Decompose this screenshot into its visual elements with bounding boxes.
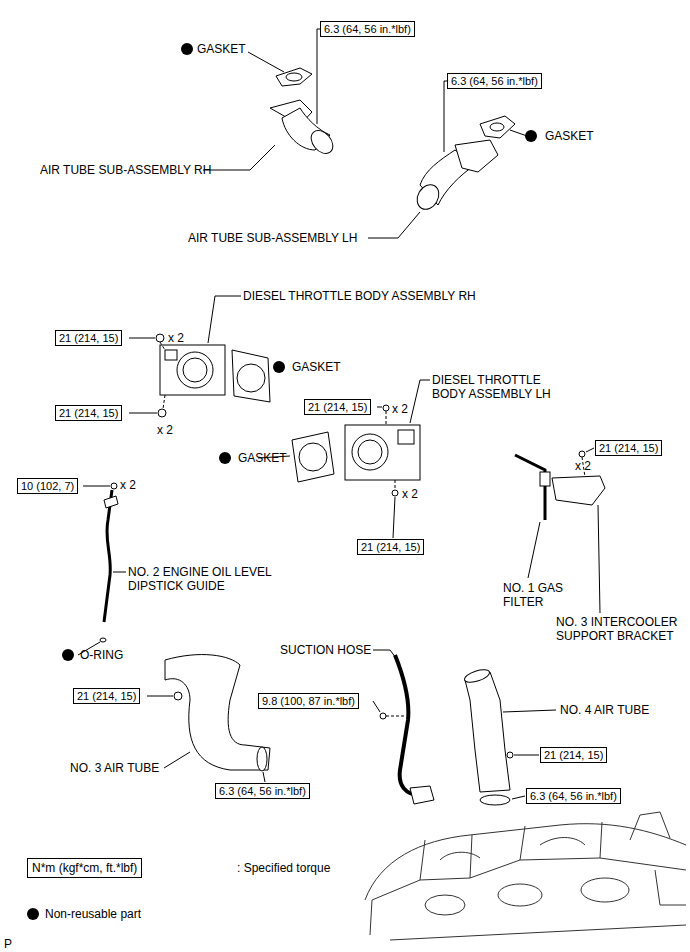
torque-box: 9.8 (100, 87 in.*lbf) xyxy=(258,693,359,709)
part-label: NO. 4 AIR TUBE xyxy=(560,703,649,717)
torque-box: 10 (102, 7) xyxy=(17,478,78,494)
part-label: DIESEL THROTTLE BODY ASSEMBLY RH xyxy=(243,289,476,303)
quantity-label: x 2 xyxy=(392,402,408,416)
torque-value: 10 (102, 7) xyxy=(21,480,74,492)
part-label: NO. 3 AIR TUBE xyxy=(70,761,159,775)
torque-box: 6.3 (64, 56 in.*lbf) xyxy=(526,788,621,804)
quantity-label: x 2 xyxy=(157,423,173,437)
part-label: O-RING xyxy=(80,648,123,662)
legend-text: : Specified torque xyxy=(237,861,330,875)
torque-value: 21 (214, 15) xyxy=(77,690,136,702)
quantity-label: x 2 xyxy=(402,487,418,501)
torque-value: 21 (214, 15) xyxy=(308,401,367,413)
part-label: GASKET xyxy=(292,360,341,374)
torque-value: 21 (214, 15) xyxy=(361,541,420,553)
torque-value: 21 (214, 15) xyxy=(544,749,603,761)
torque-value: 21 (214, 15) xyxy=(59,407,118,419)
torque-box: 6.3 (64, 56 in.*lbf) xyxy=(320,21,415,37)
legend-torque-box: N*m (kgf*cm, ft.*lbf) xyxy=(27,858,142,878)
torque-value: 6.3 (64, 56 in.*lbf) xyxy=(451,75,538,87)
torque-box: 21 (214, 15) xyxy=(55,405,122,421)
part-label: NO. 2 ENGINE OIL LEVEL DIPSTICK GUIDE xyxy=(128,565,293,593)
torque-value: 9.8 (100, 87 in.*lbf) xyxy=(262,695,355,707)
part-label: NO. 3 INTERCOOLER SUPPORT BRACKET xyxy=(556,615,684,643)
quantity-label: x 2 xyxy=(120,478,136,492)
torque-box: 21 (214, 15) xyxy=(304,399,371,415)
part-label: GASKET xyxy=(545,129,594,143)
part-label: AIR TUBE SUB-ASSEMBLY LH xyxy=(188,231,357,245)
torque-box: 6.3 (64, 56 in.*lbf) xyxy=(215,783,310,799)
legend-text: Non-reusable part xyxy=(45,907,141,921)
torque-value: 6.3 (64, 56 in.*lbf) xyxy=(324,23,411,35)
part-label: NO. 1 GAS FILTER xyxy=(503,581,578,609)
torque-box: 6.3 (64, 56 in.*lbf) xyxy=(447,73,542,89)
torque-box: 21 (214, 15) xyxy=(595,440,662,456)
figure-code: P xyxy=(4,937,12,951)
quantity-label: x 2 xyxy=(575,459,591,473)
torque-box: 21 (214, 15) xyxy=(55,330,122,346)
torque-value: 6.3 (64, 56 in.*lbf) xyxy=(530,790,617,802)
torque-value: N*m (kgf*cm, ft.*lbf) xyxy=(32,861,137,875)
torque-box: 21 (214, 15) xyxy=(73,688,140,704)
part-label: SUCTION HOSE xyxy=(280,643,371,657)
part-label: AIR TUBE SUB-ASSEMBLY RH xyxy=(40,163,211,177)
torque-box: 21 (214, 15) xyxy=(357,539,424,555)
torque-value: 21 (214, 15) xyxy=(59,332,118,344)
torque-box: 21 (214, 15) xyxy=(540,747,607,763)
torque-value: 21 (214, 15) xyxy=(599,442,658,454)
part-label: DIESEL THROTTLE BODY ASSEMBLY LH xyxy=(432,373,560,401)
quantity-label: x 2 xyxy=(168,331,184,345)
part-label: GASKET xyxy=(197,42,246,56)
torque-value: 6.3 (64, 56 in.*lbf) xyxy=(219,785,306,797)
part-label: GASKET xyxy=(238,451,287,465)
